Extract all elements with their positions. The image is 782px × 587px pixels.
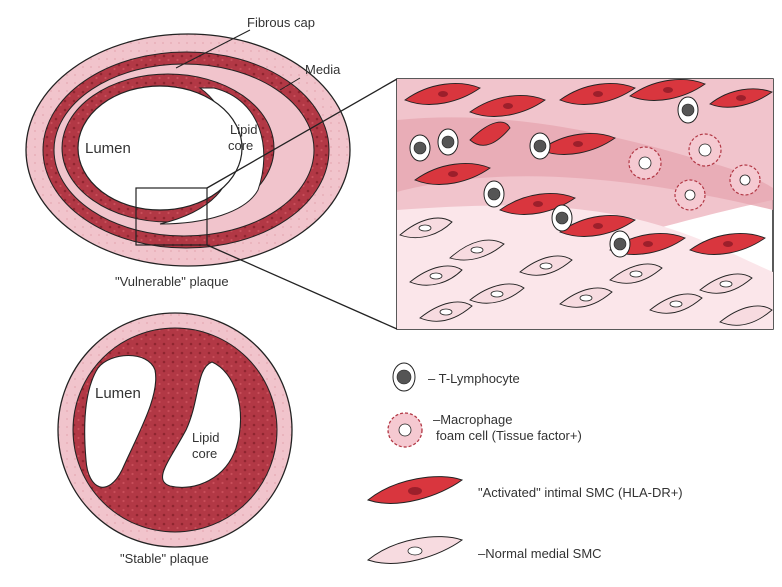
magnified-plaque-view [397, 79, 773, 329]
legend-t-lymphocyte-icon [393, 363, 415, 391]
label-vulnerable-lipid: Lipid [230, 122, 257, 137]
legend-label-activated-smc: "Activated" intimal SMC (HLA-DR+) [478, 485, 683, 500]
label-vulnerable-lumen: Lumen [85, 140, 131, 157]
label-vulnerable-core: core [228, 138, 253, 153]
caption-stable-plaque: "Stable" plaque [120, 551, 209, 566]
label-stable-lumen: Lumen [95, 385, 141, 402]
legend-label-foam-cell: foam cell (Tissue factor+) [436, 428, 582, 443]
legend-label-normal-smc: –Normal medial SMC [478, 546, 602, 561]
label-stable-core: core [192, 446, 217, 461]
legend-activated-smc-icon [368, 477, 462, 504]
vulnerable-plaque-cross-section [26, 34, 350, 266]
caption-vulnerable-plaque: "Vulnerable" plaque [115, 274, 229, 289]
label-fibrous-cap: Fibrous cap [247, 15, 315, 30]
legend-label-macrophage: –Macrophage [433, 412, 513, 427]
stable-plaque-cross-section [58, 313, 292, 547]
legend-normal-smc-icon [368, 537, 462, 564]
legend-macrophage-icon [388, 413, 422, 447]
legend-label-t-lymphocyte: – T-Lymphocyte [428, 371, 520, 386]
label-stable-lipid: Lipid [192, 430, 219, 445]
label-media: Media [305, 62, 341, 77]
